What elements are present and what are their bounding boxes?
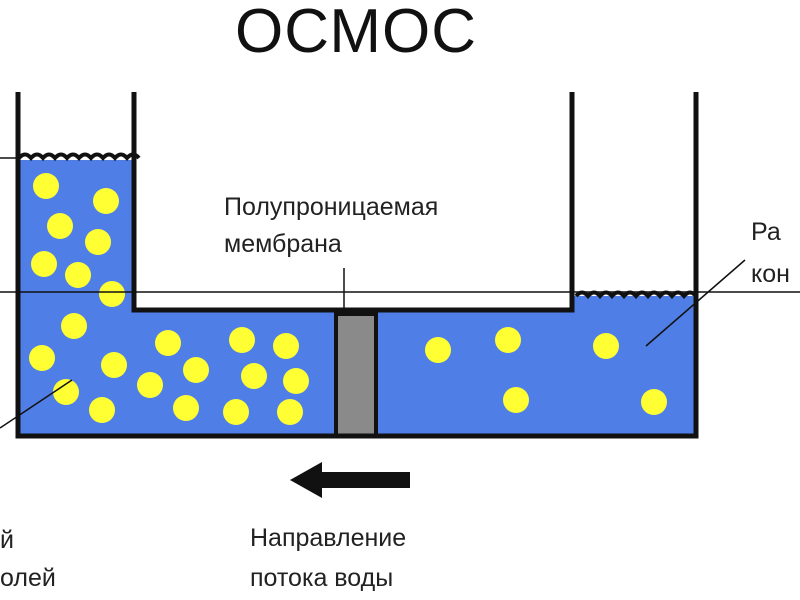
solute-particle — [183, 357, 209, 383]
semipermeable-membrane — [334, 312, 378, 438]
flow-label-line1: Направление — [250, 524, 406, 552]
diagram-title: ОСМОС — [235, 0, 477, 66]
membrane-label-line1: Полупроницаемая — [224, 193, 438, 221]
level-lines — [0, 157, 800, 293]
solute-particle — [47, 213, 73, 239]
solute-particle — [89, 397, 115, 423]
right-label-line2: кон — [751, 260, 790, 288]
solute-particle — [503, 387, 529, 413]
left-label-line2: олей — [0, 564, 56, 592]
right-label-line1: Ра — [751, 218, 781, 246]
solute-particle — [29, 345, 55, 371]
solute-particle — [283, 368, 309, 394]
solute-particle — [495, 327, 521, 353]
pointer-lines — [0, 259, 746, 429]
membrane-label-line2: мембрана — [224, 230, 342, 258]
vessel-walls — [15, 92, 699, 439]
solute-particle — [241, 363, 267, 389]
flow-label-line2: потока воды — [250, 564, 393, 592]
solute-particle — [85, 229, 111, 255]
water-surface-left — [17, 152, 141, 162]
solute-particle — [277, 399, 303, 425]
arrow-left-icon — [290, 462, 410, 498]
solute-particle — [93, 188, 119, 214]
water-surface-right — [574, 290, 698, 300]
solute-particle — [53, 379, 79, 405]
solute-particle — [31, 251, 57, 277]
solute-particle — [425, 337, 451, 363]
solute-particle — [593, 333, 619, 359]
solute-particle — [273, 333, 299, 359]
left-label-line1: й — [0, 526, 14, 554]
solute-particle — [33, 173, 59, 199]
solute-particle — [641, 389, 667, 415]
solute-particle — [61, 313, 87, 339]
solute-particle — [99, 281, 125, 307]
solute-particle — [173, 395, 199, 421]
solute-particle — [65, 262, 91, 288]
solute-particle — [229, 327, 255, 353]
solute-particles — [29, 173, 667, 425]
solute-particle — [223, 399, 249, 425]
solute-particle — [101, 352, 127, 378]
solute-particle — [155, 330, 181, 356]
solute-particle — [137, 372, 163, 398]
